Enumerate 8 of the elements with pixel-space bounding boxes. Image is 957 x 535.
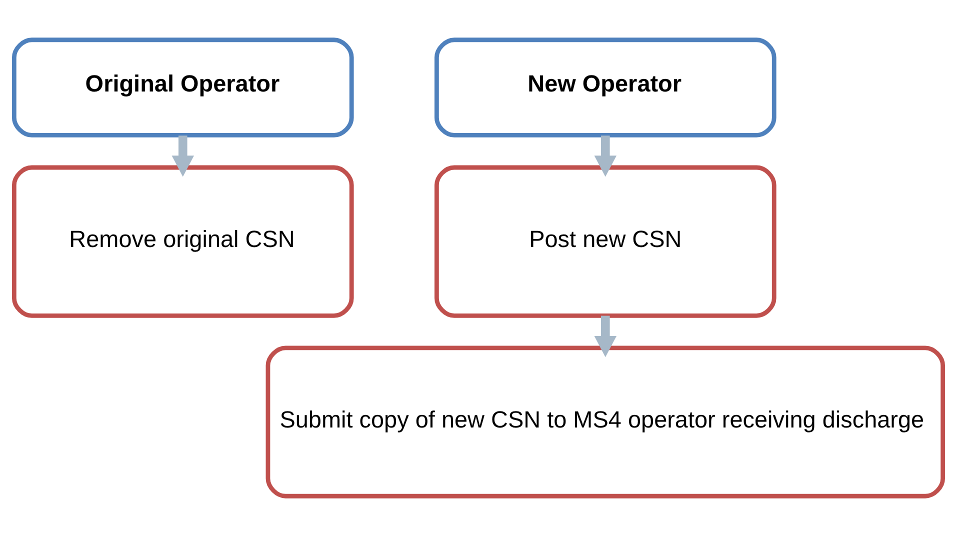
node-box: Post new CSN [434, 164, 776, 318]
node-box: Submit copy of new CSN to MS4 operator receiving discharge [266, 345, 946, 498]
arrow [594, 135, 617, 176]
arrow [594, 315, 617, 357]
node-box: Remove original CSN [12, 164, 354, 318]
node-box: New Operator [434, 37, 776, 137]
arrow [172, 135, 194, 176]
node-box: Original Operator [12, 37, 354, 137]
